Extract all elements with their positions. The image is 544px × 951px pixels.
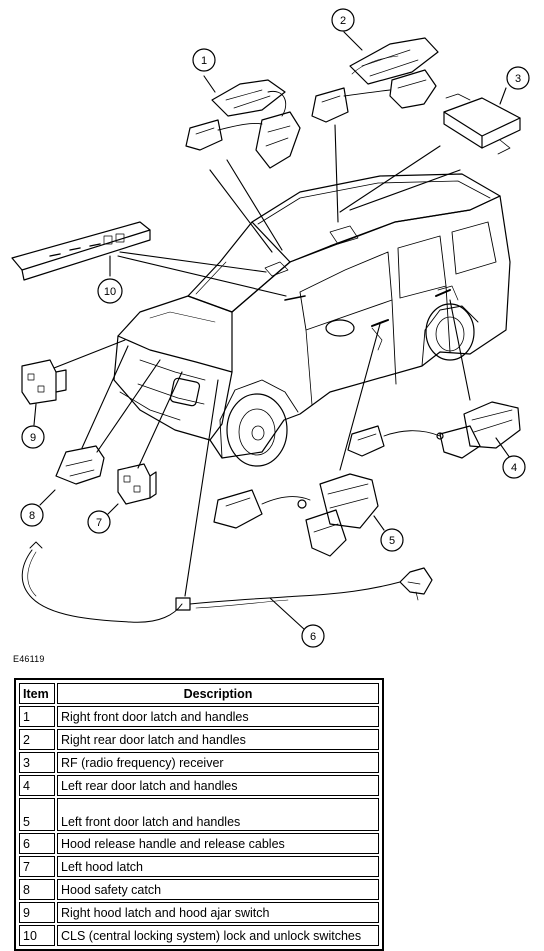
item-description: Left hood latch bbox=[57, 856, 379, 877]
item-number: 5 bbox=[19, 798, 55, 831]
component-left-front-door-latch bbox=[213, 473, 379, 557]
legend-table: Item Description 1 Right front door latc… bbox=[14, 678, 384, 951]
component-rf-receiver bbox=[443, 93, 521, 155]
legend-row: 1 Right front door latch and handles bbox=[19, 706, 379, 727]
item-description: Left front door latch and handles bbox=[57, 798, 379, 831]
callout-1: 1 bbox=[192, 48, 216, 72]
svg-text:5: 5 bbox=[389, 535, 395, 547]
component-left-rear-door-latch bbox=[347, 401, 521, 459]
legend-row: 7 Left hood latch bbox=[19, 856, 379, 877]
leader-lines bbox=[33, 31, 511, 631]
legend-row: 10 CLS (central locking system) lock and… bbox=[19, 925, 379, 946]
callout-5: 5 bbox=[380, 528, 404, 552]
legend-row: 3 RF (radio frequency) receiver bbox=[19, 752, 379, 773]
description-column-header: Description bbox=[57, 683, 379, 704]
svg-text:6: 6 bbox=[310, 631, 316, 643]
item-description: Hood release handle and release cables bbox=[57, 833, 379, 854]
svg-text:7: 7 bbox=[96, 517, 102, 529]
item-description: Hood safety catch bbox=[57, 879, 379, 900]
svg-text:9: 9 bbox=[30, 432, 36, 444]
item-number: 4 bbox=[19, 775, 55, 796]
callout-8: 8 bbox=[20, 503, 44, 527]
item-number: 3 bbox=[19, 752, 55, 773]
callout-2: 2 bbox=[331, 8, 355, 32]
svg-text:8: 8 bbox=[29, 510, 35, 522]
item-number: 8 bbox=[19, 879, 55, 900]
item-description: RF (radio frequency) receiver bbox=[57, 752, 379, 773]
callout-6: 6 bbox=[301, 624, 325, 648]
callout-4: 4 bbox=[502, 455, 526, 479]
item-description: Left rear door latch and handles bbox=[57, 775, 379, 796]
legend-row: 4 Left rear door latch and handles bbox=[19, 775, 379, 796]
item-number: 9 bbox=[19, 902, 55, 923]
component-right-hood-latch bbox=[21, 359, 67, 405]
item-number: 2 bbox=[19, 729, 55, 750]
figure-code: E46119 bbox=[13, 654, 45, 664]
item-number: 10 bbox=[19, 925, 55, 946]
item-description: Right front door latch and handles bbox=[57, 706, 379, 727]
item-number: 7 bbox=[19, 856, 55, 877]
item-description: CLS (central locking system) lock and un… bbox=[57, 925, 379, 946]
component-hood-release-cable bbox=[21, 541, 433, 623]
component-right-rear-door-latch bbox=[311, 37, 439, 123]
item-description: Right rear door latch and handles bbox=[57, 729, 379, 750]
callout-10: 10 bbox=[97, 278, 123, 304]
svg-text:1: 1 bbox=[201, 55, 207, 67]
component-cls-switch-panel bbox=[11, 221, 151, 281]
item-column-header: Item bbox=[19, 683, 55, 704]
legend-row: 8 Hood safety catch bbox=[19, 879, 379, 900]
component-left-hood-latch bbox=[117, 463, 157, 505]
svg-text:10: 10 bbox=[104, 286, 116, 298]
component-hood-safety-catch bbox=[55, 445, 105, 485]
component-locations-diagram: 1 2 3 4 5 6 7 8 9 10 bbox=[11, 8, 530, 648]
svg-text:3: 3 bbox=[515, 73, 521, 85]
legend-row: 5 Left front door latch and handles bbox=[19, 798, 379, 831]
item-number: 6 bbox=[19, 833, 55, 854]
svg-text:4: 4 bbox=[511, 462, 517, 474]
component-right-front-door-latch bbox=[185, 79, 301, 169]
vehicle-illustration bbox=[113, 173, 511, 467]
item-number: 1 bbox=[19, 706, 55, 727]
legend-header-row: Item Description bbox=[19, 683, 379, 704]
legend-row: 6 Hood release handle and release cables bbox=[19, 833, 379, 854]
legend-row: 9 Right hood latch and hood ajar switch bbox=[19, 902, 379, 923]
callout-9: 9 bbox=[21, 425, 45, 449]
item-description: Right hood latch and hood ajar switch bbox=[57, 902, 379, 923]
callout-3: 3 bbox=[506, 66, 530, 90]
legend-row: 2 Right rear door latch and handles bbox=[19, 729, 379, 750]
callout-7: 7 bbox=[87, 510, 111, 534]
svg-text:2: 2 bbox=[340, 15, 346, 27]
